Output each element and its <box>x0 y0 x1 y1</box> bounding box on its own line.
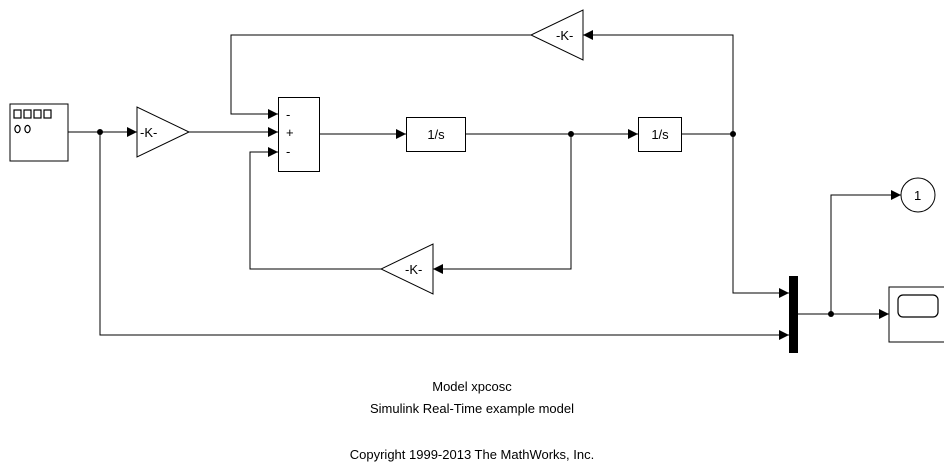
mid-feedback-gain-block[interactable] <box>379 243 434 295</box>
sum-sign-bottom: - <box>286 144 291 159</box>
top-feedback-gain-label: -K- <box>556 28 574 43</box>
integrator-2-block[interactable]: 1/s <box>638 117 682 152</box>
signal-mid-feedback-in <box>433 134 572 274</box>
branch-point <box>828 311 834 317</box>
top-feedback-gain-block[interactable] <box>529 9 584 61</box>
signal-mid-feedback-out <box>249 147 381 270</box>
sum-sign-top: - <box>286 107 291 122</box>
signal-to-mux-lower <box>99 132 789 340</box>
integrator-2-label: 1/s <box>651 127 669 142</box>
mux-block[interactable] <box>789 276 798 353</box>
caption-description: Simulink Real-Time example model <box>370 401 574 416</box>
signal-to-outport <box>830 190 901 314</box>
display-digit-icon <box>13 109 22 119</box>
branch-point <box>730 131 736 137</box>
integrator-1-block[interactable]: 1/s <box>406 117 466 152</box>
caption-model-name: Model xpcosc <box>432 379 512 394</box>
display-digit-icon <box>23 109 32 119</box>
signal-top-feedback-in <box>583 30 734 134</box>
mid-feedback-gain-label: -K- <box>405 262 423 277</box>
sum-sign-middle: + <box>286 125 294 140</box>
outport-number: 1 <box>914 188 922 203</box>
signal-to-mux-upper <box>732 134 789 298</box>
forward-gain-label: -K- <box>140 125 158 140</box>
scope-block[interactable] <box>888 286 944 343</box>
signal-top-feedback-out <box>230 34 531 119</box>
scope-screen-icon <box>897 294 939 318</box>
knob-icon <box>14 124 21 134</box>
caption-copyright: Copyright 1999-2013 The MathWorks, Inc. <box>349 447 595 462</box>
forward-gain-block[interactable] <box>136 106 191 158</box>
integrator-1-label: 1/s <box>427 127 445 142</box>
display-digit-icon <box>33 109 42 119</box>
branch-point <box>97 129 103 135</box>
knob-icon <box>24 124 31 134</box>
branch-point <box>568 131 574 137</box>
sum-block[interactable]: - + - <box>278 97 320 172</box>
outport-block[interactable] <box>900 177 936 213</box>
display-digit-icon <box>43 109 52 119</box>
signal-generator-block[interactable] <box>9 103 69 162</box>
